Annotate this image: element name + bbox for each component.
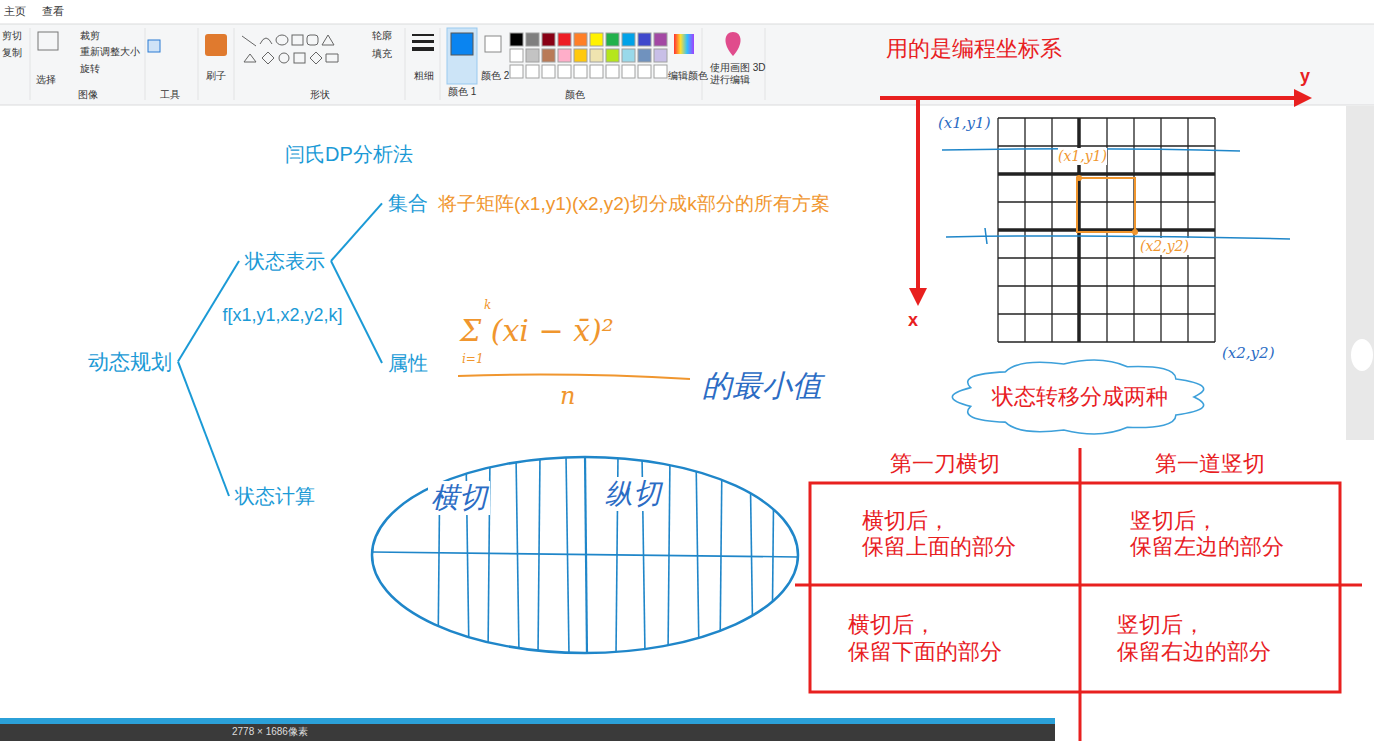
group-label: 图像 bbox=[78, 89, 98, 101]
tool-label: 裁剪 bbox=[80, 30, 100, 42]
node-text: 状态计算 bbox=[235, 485, 315, 507]
mindmap-branch: 状态计算 bbox=[235, 484, 315, 508]
bracket-line bbox=[331, 203, 382, 261]
tool-label: 颜色 2 bbox=[481, 70, 509, 82]
diagram-title: 闫氏DP分析法 bbox=[285, 142, 413, 166]
cut-ellipse: 横切 纵切 bbox=[370, 455, 800, 655]
mindmap-leaf: 属性 bbox=[388, 351, 428, 375]
status-text: 2778 × 1686像素 bbox=[232, 726, 308, 738]
tool-label: 旋转 bbox=[80, 63, 100, 75]
coordinate-label: (x1,y1) bbox=[1058, 148, 1107, 165]
axis-label: x bbox=[908, 310, 918, 332]
thickness-icon bbox=[412, 34, 434, 51]
formula-part: n bbox=[560, 382, 575, 411]
paint3d-icon bbox=[725, 32, 740, 56]
table-header: 第一刀横切 bbox=[810, 446, 1080, 482]
sub-matrix bbox=[1077, 178, 1135, 232]
tool-label: 使用画图 3D 进行编辑 bbox=[710, 62, 766, 86]
tool-label: 选择 bbox=[36, 74, 56, 86]
node-text: 竖切后， 保留右边的部分 bbox=[1117, 612, 1297, 665]
note-text: 用的是编程坐标系 bbox=[886, 36, 1062, 62]
overlay-panel bbox=[1055, 440, 1374, 741]
tool-label: 轮廓 bbox=[372, 30, 392, 42]
tool-label: 颜色 1 bbox=[448, 86, 476, 98]
tool-label: 粗细 bbox=[414, 70, 434, 82]
mindmap-branch: 状态表示 bbox=[245, 249, 325, 273]
select-icon bbox=[38, 32, 58, 50]
node-text: 动态规划 bbox=[88, 350, 172, 373]
set-definition: 将子矩阵(x1,y1)(x2,y2)切分成k部分的所有方案 bbox=[438, 193, 830, 216]
tool-label: 重新调整大小 bbox=[80, 46, 140, 58]
formula-part: Σ (xi − x̄)² bbox=[460, 313, 614, 349]
formula-note: 的最小值 bbox=[702, 368, 822, 404]
tool-label: 剪切 bbox=[2, 30, 22, 42]
table-cell: 竖切后， 保留右边的部分 bbox=[1080, 585, 1340, 692]
cloud-note: 状态转移分成两种 bbox=[930, 352, 1230, 442]
bracket-line bbox=[178, 362, 229, 496]
pencil-icon bbox=[148, 40, 160, 52]
transition-table bbox=[795, 448, 1362, 741]
color1-selector bbox=[447, 28, 477, 84]
formula-part: i=1 bbox=[462, 352, 484, 366]
edit-color-icon bbox=[674, 34, 694, 54]
brush-icon bbox=[205, 34, 227, 56]
node-text: 集合 bbox=[388, 191, 428, 215]
node-text: 竖切后， 保留左边的部分 bbox=[1130, 508, 1310, 561]
cloud-path bbox=[952, 360, 1203, 434]
node-text: 横切 bbox=[428, 481, 490, 515]
tool-label: 填充 bbox=[372, 48, 392, 60]
node-text: 状态转移分成两种 bbox=[992, 384, 1168, 410]
cut-lines bbox=[370, 455, 800, 655]
menu-tab: 主页 bbox=[4, 5, 26, 18]
node-text: 第一道竖切 bbox=[1155, 451, 1265, 477]
menu-tab: 查看 bbox=[42, 5, 64, 18]
shape-icons bbox=[242, 35, 338, 64]
color2-swatch bbox=[485, 36, 501, 52]
tool-label: 刷子 bbox=[206, 70, 226, 82]
group-label: 形状 bbox=[310, 89, 330, 101]
table-cell: 竖切后， 保留左边的部分 bbox=[1080, 483, 1340, 585]
node-text: 纵切 bbox=[602, 477, 664, 511]
table-header: 第一道竖切 bbox=[1080, 446, 1340, 482]
coordinate-label: (x1,y1) bbox=[938, 114, 991, 132]
ribbon bbox=[0, 24, 1374, 105]
table-cell: 横切后， 保留下面的部分 bbox=[810, 585, 1080, 692]
color1-swatch bbox=[451, 33, 473, 55]
coordinate-axes bbox=[880, 89, 1312, 306]
corner-dot bbox=[1076, 175, 1082, 181]
blue-guide-lines bbox=[942, 149, 1290, 244]
group-label: 工具 bbox=[160, 89, 180, 101]
node-text: 属性 bbox=[388, 352, 428, 374]
state-function: f[x1,y1,x2,y2,k] bbox=[221, 305, 345, 327]
blob bbox=[1351, 339, 1373, 371]
tab-bar bbox=[0, 0, 1374, 24]
tool-label: 编辑颜色 bbox=[668, 70, 708, 82]
node-text: 状态表示 bbox=[245, 250, 325, 272]
node-text: 横切后， 保留下面的部分 bbox=[848, 612, 1028, 665]
axis-label: y bbox=[1300, 66, 1310, 88]
mindmap-leaf: 集合将子矩阵(x1,y1)(x2,y2)切分成k部分的所有方案 bbox=[388, 191, 830, 216]
group-separators bbox=[30, 28, 765, 100]
mindmap-root: 动态规划 bbox=[88, 349, 172, 374]
corner-dot bbox=[1132, 229, 1138, 235]
coordinate-label: (x2,y2) bbox=[1140, 238, 1189, 255]
ellipse-border bbox=[372, 457, 798, 653]
group-label: 颜色 bbox=[565, 89, 585, 101]
table-cell: 横切后， 保留上面的部分 bbox=[810, 483, 1080, 585]
formula-part: k bbox=[484, 298, 491, 312]
tab-border bbox=[0, 24, 1374, 25]
coordinate-label: (x2,y2) bbox=[1222, 344, 1275, 362]
fraction-bar bbox=[458, 375, 690, 379]
color-palette bbox=[510, 33, 667, 78]
matrix-grid bbox=[998, 118, 1215, 342]
tool-label: 复制 bbox=[2, 47, 22, 59]
node-text: 横切后， 保留上面的部分 bbox=[862, 508, 1042, 561]
node-text: 第一刀横切 bbox=[890, 451, 1000, 477]
ribbon-border bbox=[0, 105, 1374, 106]
